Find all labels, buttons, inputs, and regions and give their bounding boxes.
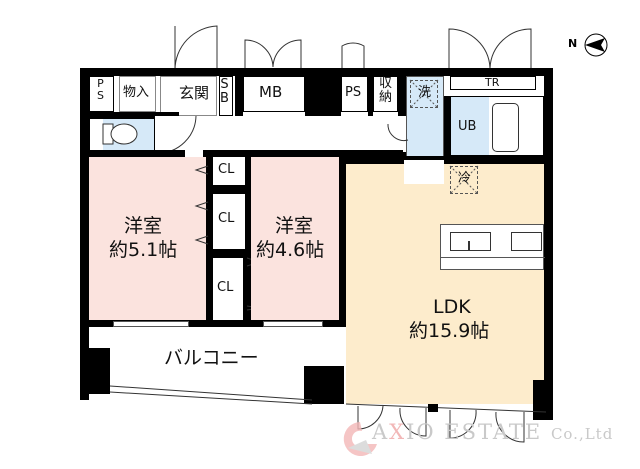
ps-right-label: PS (345, 85, 362, 100)
faucet-icon (468, 241, 470, 250)
wall-ps-gap (368, 76, 373, 116)
washer-space: 洗 (409, 79, 439, 109)
compass: N (566, 33, 616, 57)
wall-wash-ldk (346, 156, 450, 164)
fridge-label: 冷 (458, 171, 472, 186)
watermark-part2: IO ESTATE (406, 420, 543, 444)
ub-floor (451, 97, 489, 155)
watermark-part1: A (372, 420, 390, 444)
room-western-2 (251, 157, 339, 320)
closet-3 (213, 258, 243, 320)
north-arrow-icon (584, 33, 608, 57)
wall-corridor-bottom (80, 150, 185, 157)
western-1-name: 洋室 (124, 215, 163, 237)
wall-right (544, 68, 553, 420)
entrance-label: 玄関 (179, 84, 210, 102)
wall-balcony-left (80, 348, 110, 394)
watermark-accent: X (389, 420, 407, 444)
room-entrance (160, 76, 217, 116)
room-shoe-box (219, 76, 233, 116)
wall-corridor-bottom-2 (203, 150, 403, 157)
room-ldk (346, 164, 544, 404)
fridge-space: 冷 (449, 165, 479, 195)
wall-bedrooms-bottom (80, 320, 346, 327)
wall-ldk-corner (533, 380, 553, 420)
wall-ub-bottom (450, 156, 550, 164)
logo-icon (343, 422, 377, 456)
wall-wash-right (444, 96, 450, 192)
washer-label: 洗 (418, 85, 432, 100)
kitchen-counter (440, 224, 545, 270)
cl3-label: CL (217, 280, 234, 295)
toilet-icon (102, 123, 138, 145)
hallway (155, 116, 406, 152)
shoe-box-label: S B (220, 77, 229, 107)
room-storage (119, 76, 156, 112)
wall-mb-right (305, 76, 341, 116)
bathtub-icon (492, 103, 519, 152)
watermark-text: AXIO ESTATE Co.,Ltd (372, 420, 613, 444)
ldk-size: 約15.9帖 (409, 320, 490, 342)
closet-1 (213, 157, 245, 185)
ub-label: UB (458, 119, 477, 134)
western-1-size: 約5.1帖 (109, 239, 178, 261)
wall-left (80, 68, 89, 400)
closet-2 (213, 194, 245, 249)
closet-storage-label: 収 納 (379, 76, 393, 105)
counter-divider (441, 257, 545, 258)
north-label: N (568, 37, 578, 50)
balcony (89, 327, 339, 395)
window-western-1 (113, 321, 189, 327)
wall-top (80, 68, 550, 76)
cl1-label: CL (218, 162, 235, 177)
room-tr (450, 76, 536, 90)
watermark-suffix: Co.,Ltd (550, 425, 614, 443)
kitchen-sink-icon (450, 232, 491, 251)
wall-western2-right (339, 150, 346, 324)
tr-label: TR (485, 76, 500, 89)
storage-label: 物入 (123, 85, 150, 100)
wall-balcony-right (304, 366, 344, 404)
wall-mb-left (235, 76, 243, 116)
room-western-1 (89, 157, 206, 320)
balcony-label: バルコニー (164, 347, 259, 369)
mb-label: MB (259, 83, 283, 101)
wash-basin-area (404, 160, 444, 184)
stove-icon (511, 232, 542, 251)
western-2-size: 約4.6帖 (256, 239, 325, 261)
wall-top-row-bottom (89, 112, 179, 118)
room-mb (243, 76, 305, 112)
ldk-name: LDK (433, 296, 471, 318)
western-2-name: 洋室 (275, 215, 314, 237)
room-ps-right (341, 76, 368, 112)
cl2-label: CL (218, 211, 235, 226)
balcony-railing (109, 385, 313, 405)
room-ps-left (89, 76, 114, 112)
window-western-2 (263, 321, 323, 327)
ps-left-label: P S (97, 77, 104, 103)
room-closet-storage (373, 76, 398, 112)
